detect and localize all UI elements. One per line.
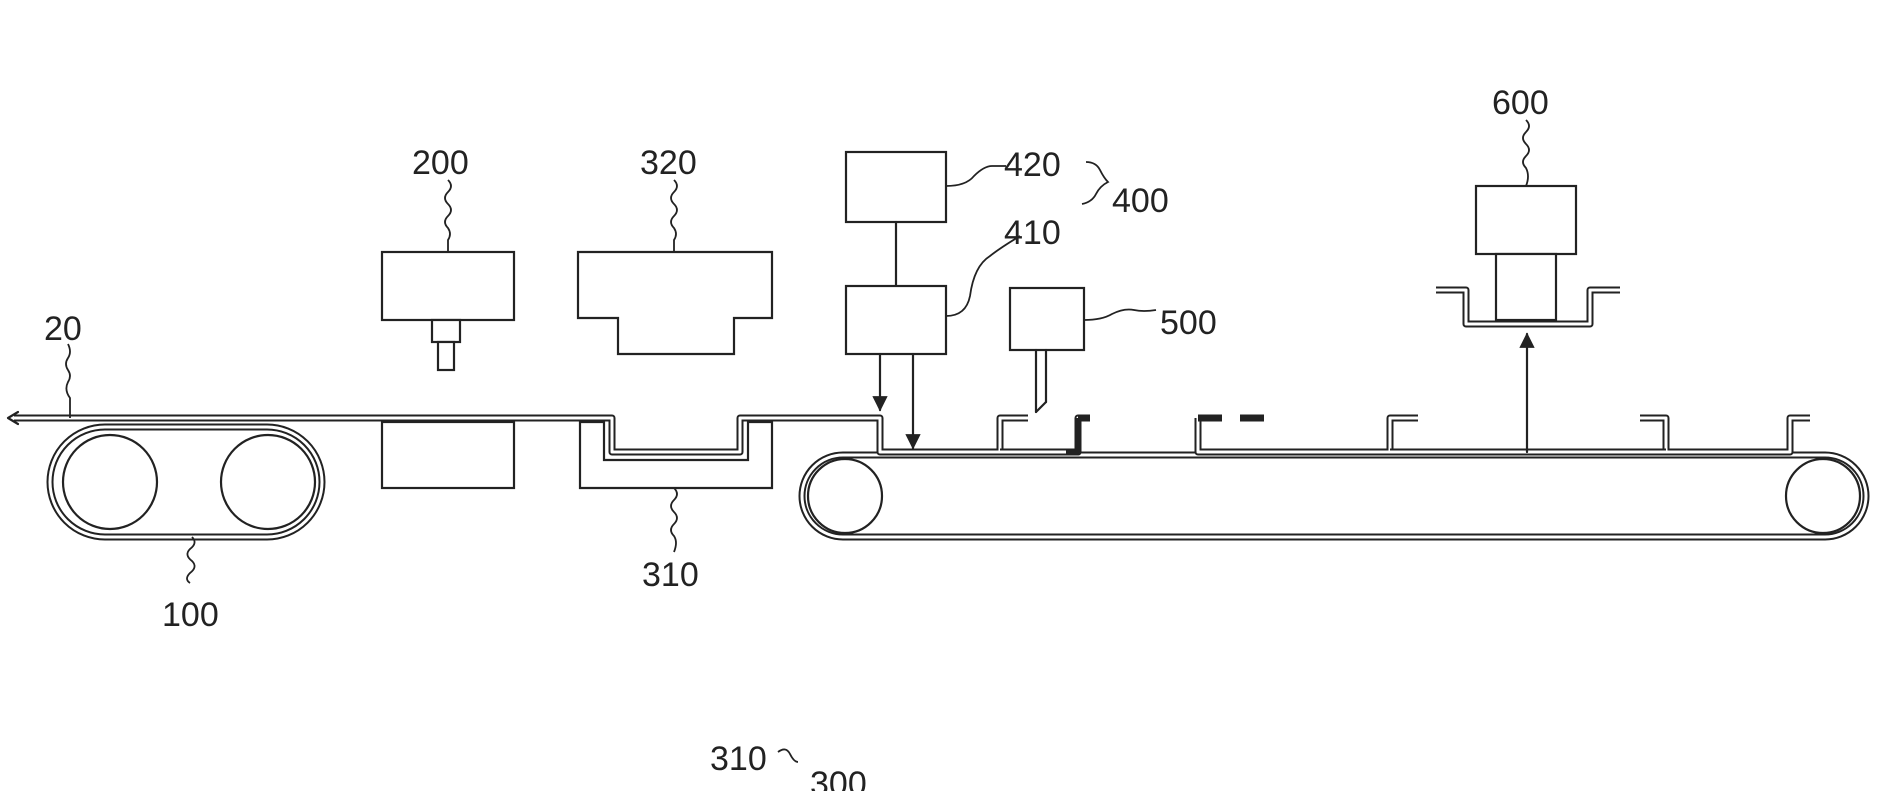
box-420: [846, 152, 946, 222]
label-500: 500: [1160, 304, 1217, 342]
label-310: 310: [642, 556, 699, 594]
label-420: 420: [1004, 146, 1061, 184]
label-300-legend: 300: [810, 765, 867, 791]
leader-lines: [66, 120, 1529, 762]
roller-unit-100: [50, 427, 322, 537]
labels: 20 100 200 310 320 420 410 400 500 600 3…: [44, 84, 1549, 791]
pickup-unit-600: [1436, 186, 1620, 452]
label-100: 100: [162, 596, 219, 634]
press-unit-200: [382, 252, 514, 488]
box-410: [846, 286, 946, 354]
cutter-unit-500: [1010, 288, 1084, 412]
conveyor-belt: [802, 455, 1866, 537]
label-320: 320: [640, 144, 697, 182]
label-200: 200: [412, 144, 469, 182]
label-410: 410: [1004, 214, 1061, 252]
label-600: 600: [1492, 84, 1549, 122]
forming-upper-die-320: [578, 252, 772, 354]
unit-400: [846, 152, 946, 448]
label-400: 400: [1112, 182, 1169, 220]
label-310-legend: 310: [710, 740, 767, 778]
label-20: 20: [44, 310, 82, 348]
formed-trays: [870, 418, 1810, 452]
